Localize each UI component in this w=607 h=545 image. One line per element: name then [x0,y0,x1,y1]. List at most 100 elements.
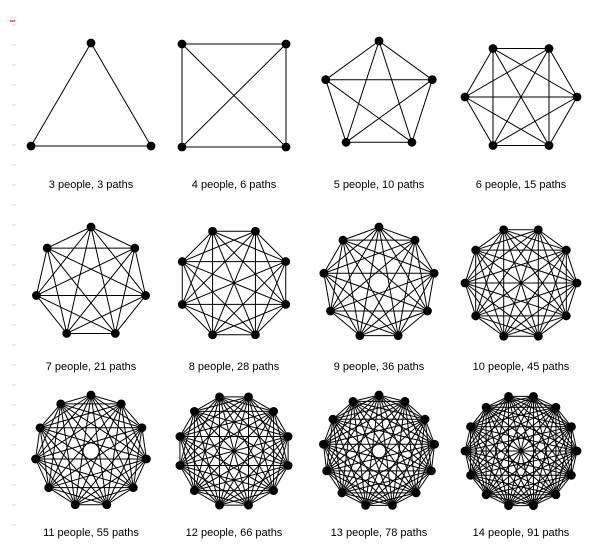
graph-edge [254,230,287,263]
graph-edge [475,315,505,337]
graph-edge [391,470,432,506]
person-node [42,243,52,253]
graph-edge [359,272,435,337]
graph-edge [485,406,510,507]
graph-edge [404,400,426,420]
graph-edge [193,410,249,506]
graph-edge [470,406,487,476]
person-node [544,141,554,150]
person-node [466,422,475,432]
graph-edge [60,403,143,429]
complete-graph-12: 12 people, 66 paths [175,392,293,539]
person-node [190,407,199,416]
graph-edge [414,239,435,274]
graph-edge [508,395,572,476]
person-node [572,92,582,102]
graph-edge [254,303,287,336]
graph-edge [179,396,221,466]
graph-edge [181,303,256,336]
graph-edge [464,229,539,284]
graph-edge [378,394,426,420]
graph-edge [345,79,433,143]
person-node [322,466,332,476]
graph-edge [35,294,116,334]
complete-graph-3: 3 people, 3 paths [26,38,156,191]
graph-edge [35,294,68,334]
graph-edge [326,470,343,494]
person-node [244,392,253,402]
person-node [411,488,421,498]
person-node [130,243,140,253]
person-node [177,39,187,49]
graph-edge [179,396,221,438]
graph-edge [341,400,354,494]
graph-edge [106,487,134,506]
person-node [215,392,224,402]
person-node [32,291,41,300]
graph-edge [537,229,567,251]
graph-edge [66,294,147,334]
graph-edge [352,400,367,506]
person-node [31,454,40,464]
graph-edge [464,249,477,284]
person-node [328,414,338,424]
graph-edge [74,458,147,506]
person-node [244,500,253,510]
person-node [361,500,370,510]
graph-edge [470,395,510,476]
graph-edge [120,403,143,429]
graph-edge [359,226,380,337]
person-node [551,402,561,412]
person-node [251,330,260,340]
graph-caption: 7 people, 21 paths [46,361,137,373]
complete-graph-6: 6 people, 15 paths [460,44,582,191]
person-node [420,414,430,424]
graph-edge [378,226,399,337]
graph-edge [378,226,435,274]
graph-edge [342,239,435,274]
graph-edge [106,427,143,506]
graph-edge [114,247,136,334]
complete-graph-13: 13 people, 78 paths [319,390,439,539]
graph-edge [179,464,195,492]
graph-edge [48,487,108,506]
graph-edge [219,396,275,492]
graph-edge [378,40,433,81]
person-node [410,235,420,245]
graph-edge [470,426,578,452]
left-edge-ticks [12,24,16,526]
graph-edge [470,426,510,507]
graph-edge [326,394,380,472]
person-node [374,390,384,400]
person-node [269,486,278,495]
graph-edges [179,396,289,506]
graph-edge [193,396,249,492]
person-node [86,390,96,400]
graph-edge [464,96,550,146]
graph-edge [323,226,380,274]
graph-nodes [26,38,156,151]
person-node [471,245,481,255]
graph-edge [365,492,417,506]
graph-edge [341,492,393,506]
graph-edge [470,395,510,428]
graph-edge [352,400,393,506]
person-node [460,92,470,102]
graph-nodes [32,222,151,338]
graph-caption: 3 people, 3 paths [49,179,134,191]
graph-nodes [31,390,151,510]
graph-edge [35,403,62,460]
graph-edge [179,436,249,506]
graph-edge [193,396,221,492]
graph-nodes [460,44,582,150]
graph-edge [464,450,572,476]
graph-edge [326,400,354,472]
graph-edge [548,96,578,146]
person-node [551,490,561,500]
graph-caption: 8 people, 28 paths [189,361,280,373]
person-node [407,137,417,147]
graph-edge [503,229,567,317]
graph-edge [323,272,331,312]
